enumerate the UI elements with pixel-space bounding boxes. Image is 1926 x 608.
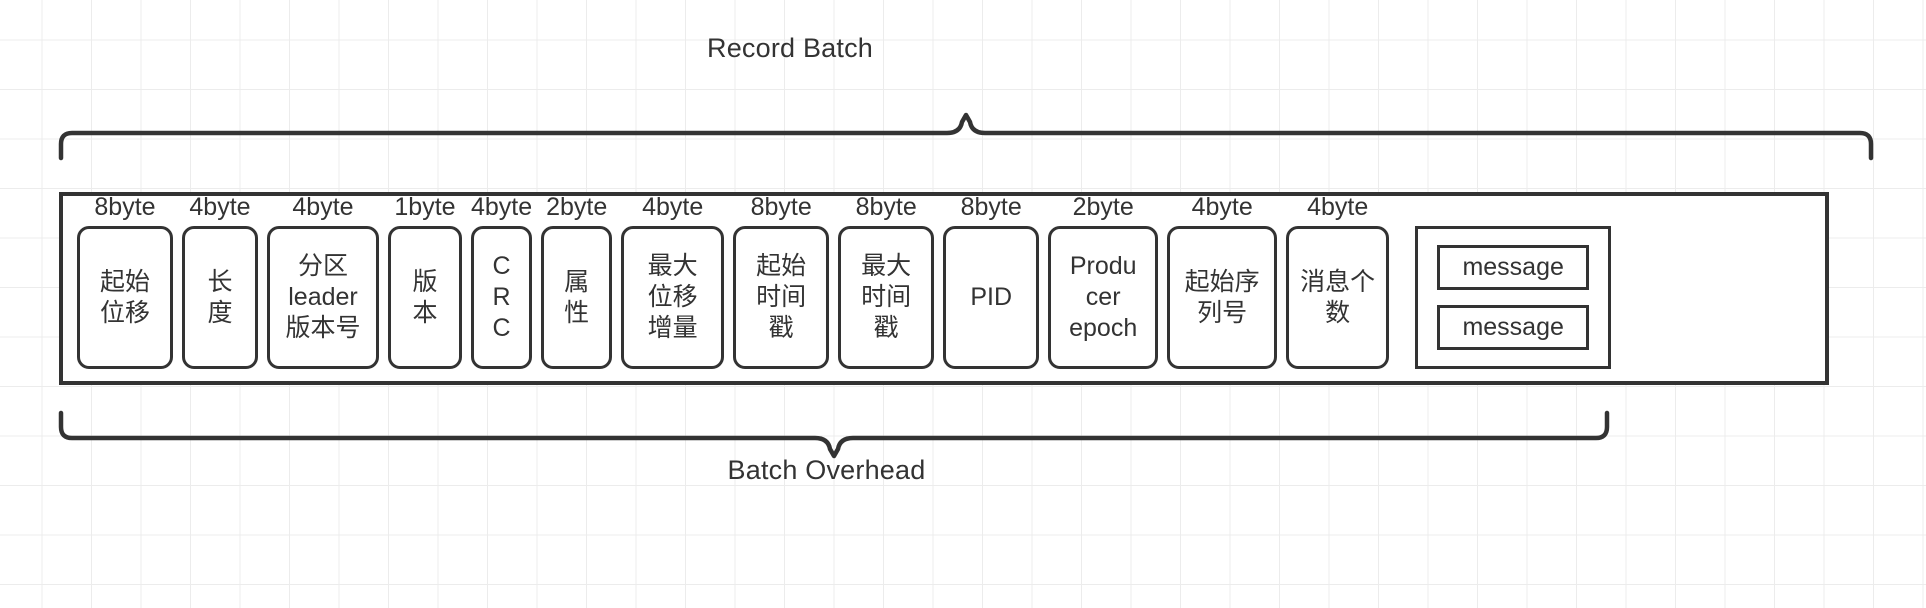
message-box: message <box>1437 305 1590 350</box>
field-box: 属 性 <box>541 226 613 369</box>
field-crc: 4byte C R C <box>471 195 532 369</box>
field-last-offset-delta: 4byte 最大 位移 增量 <box>621 193 725 369</box>
field-box: 最大 时间 戳 <box>838 226 935 369</box>
field-size-label: 4byte <box>642 193 704 221</box>
field-size-label: 8byte <box>960 193 1022 221</box>
field-first-sequence: 4byte 起始序 列号 <box>1167 193 1278 369</box>
field-size-label: 1byte <box>394 193 456 221</box>
field-partition-leader-epoch: 4byte 分区 leader 版本号 <box>267 195 379 369</box>
field-size-label: 4byte <box>1191 193 1253 221</box>
field-record-count: 4byte 消息个 数 <box>1286 193 1390 369</box>
record-batch-fields: 8byte 起始 位移 4byte 长 度 4byte 分区 leader 版本… <box>63 193 1825 381</box>
field-size-label: 8byte <box>855 193 917 221</box>
field-size-label: 8byte <box>94 193 156 221</box>
batch-overhead-brace <box>57 410 1617 460</box>
field-magic-version: 1byte 版 本 <box>388 195 462 369</box>
batch-overhead-title: Batch Overhead <box>727 455 926 485</box>
messages-container: message message <box>1415 226 1612 369</box>
field-box: Produ cer epoch <box>1048 226 1159 369</box>
field-box: PID <box>943 226 1040 369</box>
field-max-timestamp: 8byte 最大 时间 戳 <box>838 193 935 369</box>
record-batch-container: 8byte 起始 位移 4byte 长 度 4byte 分区 leader 版本… <box>59 192 1829 385</box>
field-size-label: 2byte <box>1072 193 1134 221</box>
field-length: 4byte 长 度 <box>182 195 258 369</box>
field-size-label: 8byte <box>750 193 812 221</box>
field-first-offset: 8byte 起始 位移 <box>77 195 173 369</box>
field-box: 最大 位移 增量 <box>621 226 725 369</box>
field-size-label: 4byte <box>471 193 533 221</box>
field-box: 分区 leader 版本号 <box>267 226 379 369</box>
field-size-label: 2byte <box>546 193 608 221</box>
field-attributes: 2byte 属 性 <box>541 193 613 369</box>
record-batch-title: Record Batch <box>707 33 873 63</box>
field-size-label: 4byte <box>1307 193 1369 221</box>
field-box: 版 本 <box>388 226 462 369</box>
message-box: message <box>1437 245 1590 290</box>
field-box: 消息个 数 <box>1286 226 1390 369</box>
field-producer-epoch: 2byte Produ cer epoch <box>1048 193 1159 369</box>
field-box: 起始序 列号 <box>1167 226 1278 369</box>
field-box: 长 度 <box>182 226 258 369</box>
field-box: 起始 位移 <box>77 226 173 369</box>
field-size-label: 4byte <box>292 193 354 221</box>
field-box: C R C <box>471 226 533 369</box>
field-pid: 8byte PID <box>943 193 1040 369</box>
field-box: 起始 时间 戳 <box>733 226 830 369</box>
field-first-timestamp: 8byte 起始 时间 戳 <box>733 193 830 369</box>
field-size-label: 4byte <box>189 193 251 221</box>
record-batch-brace <box>57 112 1875 162</box>
